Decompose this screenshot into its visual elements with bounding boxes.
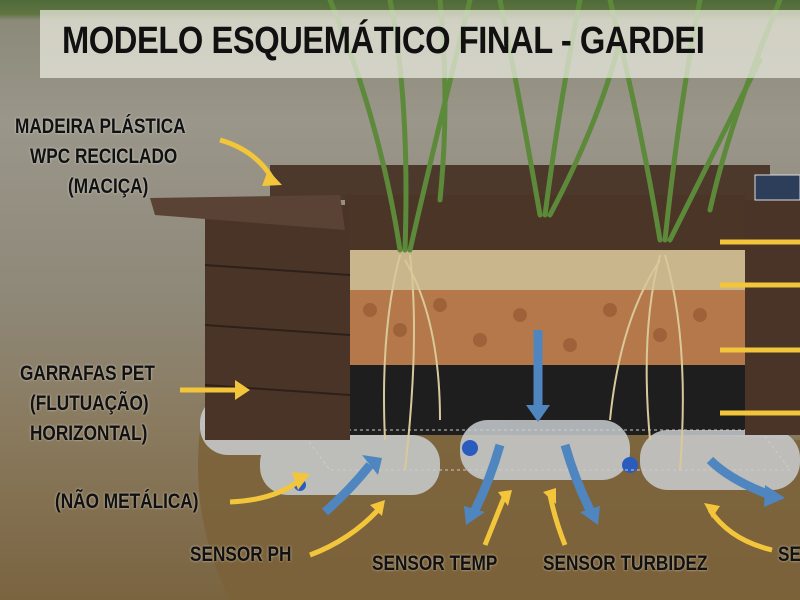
sand-layer [345,250,745,295]
clay-balls [363,298,707,352]
label-sensor-cut: SE [778,543,800,566]
page-title: MODELO ESQUEMÁTICO FINAL - GARDEI [62,20,705,62]
roots [383,254,684,471]
label-pet-line2: (FLUTUAÇÃO) [30,392,149,415]
label-wood-line2: WPC RECICLADO [30,145,178,168]
label-sensor-ph: SENSOR PH [190,543,292,566]
label-arrowheads [235,170,720,518]
mesh [299,429,791,471]
flow-arrows [322,330,772,516]
label-sensor-turbidity: SENSOR TURBIDEZ [543,552,708,575]
right-post [745,200,800,435]
left-wall [205,205,350,440]
title-banner [40,10,800,78]
wall-boards [204,264,351,396]
back-rail [270,165,770,200]
label-sensor-temp: SENSOR TEMP [372,552,498,575]
label-pet-line3: HORIZONTAL) [30,422,148,445]
label-arrows [180,137,800,558]
clay-ball-layer [345,290,745,370]
label-pet-line1: GARRAFAS PET [20,362,155,385]
label-mesh: (NÃO METÁLICA) [55,490,199,513]
flow-arrowheads [362,405,785,525]
label-wood-line1: MADEIRA PLÁSTICA [15,115,186,138]
top-rail [150,195,345,230]
solar-panel [754,174,800,201]
label-wood-line3: (MACIÇA) [68,175,149,198]
